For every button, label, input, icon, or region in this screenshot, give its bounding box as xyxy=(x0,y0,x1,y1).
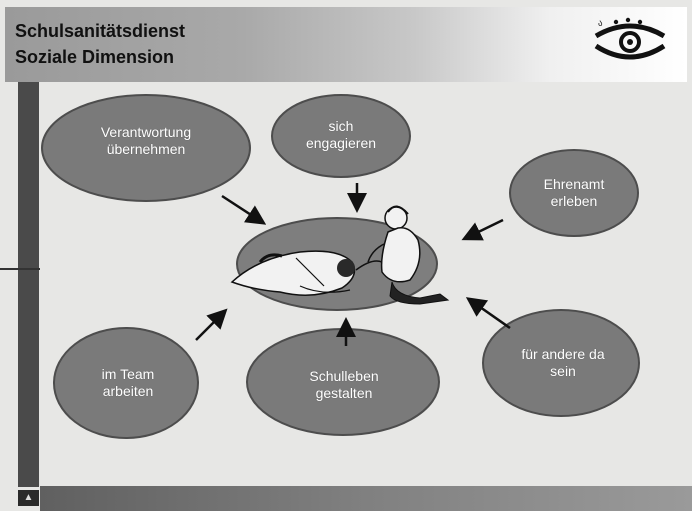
label-engagieren-line2: engagieren xyxy=(286,135,396,152)
label-team-line1: im Team xyxy=(78,366,178,383)
arrow-ehrenamt xyxy=(466,220,503,238)
arrow-andere xyxy=(470,300,510,328)
label-andere-line1: für andere da xyxy=(503,346,623,363)
arrow-verantwortung xyxy=(222,196,262,222)
label-ehrenamt: Ehrenamt erleben xyxy=(524,176,624,210)
label-schulleben: Schulleben gestalten xyxy=(284,368,404,402)
label-engagieren-line1: sich xyxy=(286,118,396,135)
label-schulleben-line2: gestalten xyxy=(284,385,404,402)
label-ehrenamt-line1: Ehrenamt xyxy=(524,176,624,193)
label-team-line2: arbeiten xyxy=(78,383,178,400)
label-ehrenamt-line2: erleben xyxy=(524,193,624,210)
label-schulleben-line1: Schulleben xyxy=(284,368,404,385)
label-andere-line2: sein xyxy=(503,363,623,380)
footer-bar xyxy=(40,486,692,511)
label-verantwortung: Verantwortung übernehmen xyxy=(76,124,216,158)
label-team: im Team arbeiten xyxy=(78,366,178,400)
slide-nav-icon[interactable]: ▲ xyxy=(18,490,39,506)
label-verantwortung-line1: Verantwortung xyxy=(76,124,216,141)
label-verantwortung-line2: übernehmen xyxy=(76,141,216,158)
label-engagieren: sich engagieren xyxy=(286,118,396,152)
arrow-team xyxy=(196,312,224,340)
label-andere: für andere da sein xyxy=(503,346,623,380)
